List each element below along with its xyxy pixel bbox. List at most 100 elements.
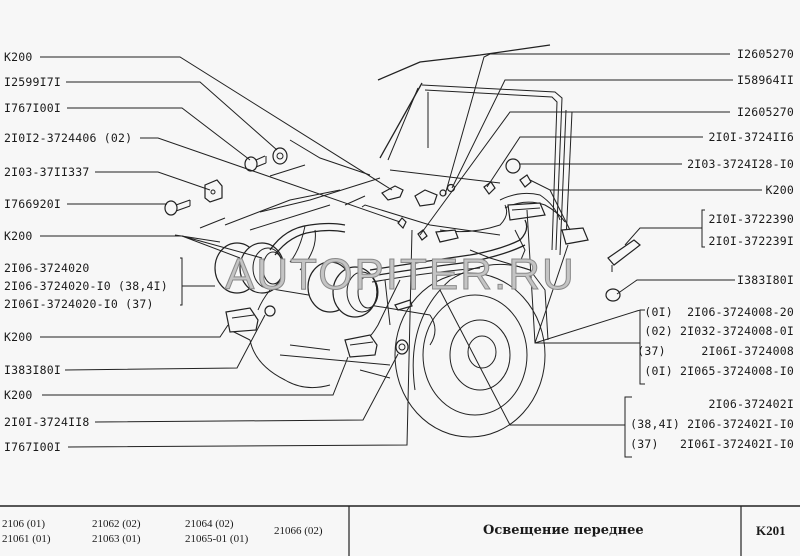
- model-code: 21063 (01): [92, 533, 141, 545]
- harness-drop: [289, 225, 306, 263]
- hood-rear-edge: [259, 177, 381, 213]
- connector-plug: [561, 227, 589, 245]
- car-body: [174, 44, 573, 389]
- model-code: 21065-01 (01): [185, 533, 249, 545]
- fender-edge: [384, 279, 391, 326]
- harness-main-2: [371, 244, 526, 277]
- part-label: 2I03-37II337: [4, 165, 90, 179]
- leader-l9: [40, 324, 229, 338]
- bumper-lower-b: [289, 344, 331, 351]
- hood-front-edge: [361, 204, 501, 236]
- screw-thread-2: [175, 199, 191, 212]
- leader-l7: [40, 235, 263, 259]
- hood-fold: [289, 139, 371, 176]
- leader-l5: [95, 171, 211, 191]
- leader-l1: [40, 56, 393, 191]
- hood-line-1: [269, 164, 306, 177]
- leader-r8: [616, 279, 735, 295]
- bumper-lower-d: [359, 369, 391, 379]
- part-label: 2I06-3724020: [4, 261, 90, 275]
- harness-right-loop-2: [504, 201, 566, 223]
- bumper-lower-c: [279, 354, 391, 366]
- grommet-bottom-hole: [398, 343, 406, 351]
- bracket-right: [607, 239, 641, 266]
- leader-lines-right: [419, 53, 762, 458]
- watermark: AUTOPITER.RU: [225, 250, 576, 300]
- harness-to-left-indicator: [257, 289, 271, 311]
- harness-right-loop: [499, 192, 561, 221]
- leader-l13: [67, 229, 413, 448]
- leader-l12: [94, 353, 399, 423]
- leader-r2: [451, 79, 733, 189]
- connector-block: [507, 202, 546, 221]
- model-code: 21062 (02): [92, 518, 141, 530]
- indicator-left-line: [231, 314, 255, 319]
- part-label: 2I03-3724I28-I0: [687, 157, 794, 171]
- part-label: (0I) 2I065-3724008-I0: [644, 364, 794, 378]
- screw-thread: [255, 155, 267, 168]
- a-pillar-inner: [387, 87, 419, 161]
- part-label: K200: [765, 183, 794, 197]
- hood-line-3: [249, 204, 331, 231]
- part-label: 2I0I-3722390: [708, 212, 794, 226]
- grommet-part: [505, 158, 521, 174]
- hub-center: [467, 335, 497, 369]
- windshield-frame: [421, 84, 563, 251]
- headlight-ring-right-2: [357, 275, 379, 309]
- connector-slots: [511, 207, 541, 211]
- part-label: I58964II: [737, 73, 794, 87]
- front-valance: [249, 339, 331, 389]
- model-code: 21064 (02): [185, 518, 234, 530]
- tire-outer: [394, 272, 546, 438]
- model-code: 21066 (02): [274, 525, 323, 537]
- bracket-r10: [439, 289, 632, 458]
- part-label: 2I0I2-3724406 (02): [4, 131, 133, 145]
- grommet-left: [264, 305, 276, 317]
- clip-part-2: [417, 229, 428, 241]
- bracket-part: [204, 179, 223, 203]
- part-label: (02) 2I032-3724008-0I: [644, 324, 794, 338]
- model-code: 21061 (01): [2, 533, 51, 545]
- front-wheel: [394, 263, 546, 438]
- harness-left-top-2: [274, 229, 346, 256]
- part-label: (37) 2I06I-372402I-I0: [630, 437, 794, 451]
- part-label: 2I0I-3724II8: [4, 415, 90, 429]
- part-label: K200: [4, 50, 33, 64]
- headlight-inner-left: [239, 242, 285, 294]
- part-label: I767I00I: [4, 440, 61, 454]
- part-label: I383I80I: [4, 363, 61, 377]
- part-label: I2605270: [737, 105, 794, 119]
- screw-head: [244, 156, 258, 172]
- roof-line: [377, 44, 551, 81]
- part-label: 2I06-3724020-I0 (38,4I): [4, 279, 168, 293]
- wheel-arch: [412, 263, 531, 391]
- model-code: 2106 (01): [2, 518, 46, 530]
- leader-r3: [419, 111, 730, 236]
- screw-part-2: [164, 200, 178, 216]
- a-pillar-right: [559, 109, 567, 256]
- part-label: K200: [4, 388, 33, 402]
- indicator-right: [344, 334, 378, 358]
- bracket-l8: [180, 257, 215, 306]
- part-label: I767I00I: [4, 101, 61, 115]
- part-label: I383I80I: [737, 273, 794, 287]
- leader-l10: [64, 314, 266, 371]
- leader-l3: [67, 107, 251, 161]
- footer-frame: [0, 505, 800, 556]
- part-label: 2I06I-3724020-I0 (37): [4, 297, 154, 311]
- part-label: (37) 2I06I-3724008: [637, 344, 794, 358]
- bracket-r9: [526, 209, 645, 385]
- harness-main-3: [371, 267, 481, 283]
- connector-small: [519, 174, 532, 188]
- part-label: I2599I7I: [4, 75, 61, 89]
- harness-upper: [439, 204, 508, 233]
- harness-branch: [514, 229, 526, 263]
- fender-arc: [429, 314, 436, 346]
- part-label: I2605270: [737, 47, 794, 61]
- part-label: K200: [4, 330, 33, 344]
- part-label: I766920I: [4, 197, 61, 211]
- part-label: (0I) 2I06-3724008-20: [644, 305, 794, 319]
- wiring-harness: [257, 192, 566, 339]
- part-label: K200: [4, 229, 33, 243]
